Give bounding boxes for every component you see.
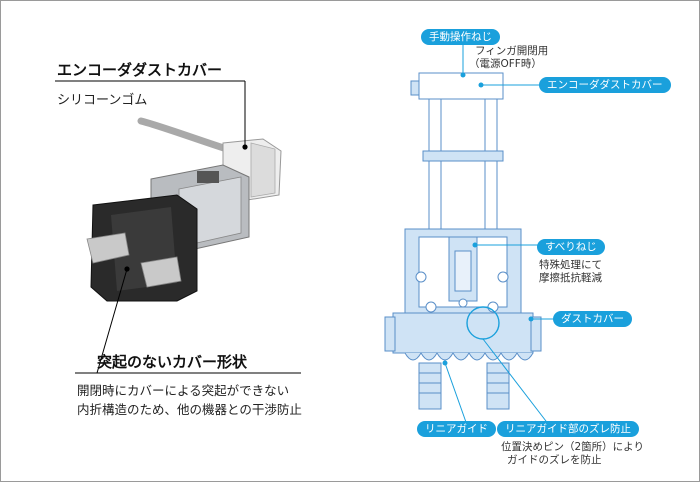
dot-encoder-cover (478, 82, 484, 88)
cover-shape-desc-2: 内折構造のため、他の機器との干渉防止 (77, 402, 302, 417)
dot-manual-screw (460, 72, 466, 78)
top-cap (418, 72, 504, 100)
encoder-cover (250, 142, 276, 198)
dot-slide-screw (472, 242, 478, 248)
motor-body (428, 98, 498, 230)
dust-cover-label: ダストカバー (553, 311, 632, 327)
finger-note-2: （電源OFF時） (469, 58, 542, 70)
finger-left (86, 232, 130, 264)
guide-wave (404, 351, 534, 361)
center-pin (458, 298, 468, 308)
dust-cover-right (530, 316, 542, 352)
encoder-cover-material: シリコーンゴム (57, 93, 148, 108)
dust-cover-left (384, 316, 396, 352)
body-slot (197, 171, 219, 183)
slide-note-1: 特殊処理にて (539, 259, 602, 271)
leader-bottom-diag (96, 268, 128, 374)
pin-note-1: 位置決めピン（2箇所）により (501, 441, 644, 453)
pin-note-2: ガイドのズレを防止 (507, 454, 602, 466)
leader-guide-offset (482, 338, 550, 426)
linear-guide-label: リニアガイド (417, 421, 496, 437)
motor-flange (422, 150, 504, 162)
cover-shape-title: 突起のないカバー形状 (97, 353, 248, 371)
finger-right (140, 256, 182, 288)
bolt-right (497, 271, 509, 283)
finger-right-drawing (486, 362, 510, 410)
pin-left (425, 301, 437, 313)
dot-linear-guide (442, 360, 448, 366)
finger-note-1: フィンガ開閉用 (475, 45, 549, 57)
leader-linear-guide (444, 362, 468, 426)
bolt-left (415, 271, 427, 283)
cap-left-tab (410, 80, 420, 96)
leader-top-dot (242, 144, 248, 150)
finger-base (392, 312, 534, 354)
dot-dust-cover (528, 316, 534, 322)
finger-left-drawing (418, 362, 442, 410)
slide-note-2: 摩擦抵抗軽減 (539, 272, 602, 284)
cover-shape-desc-1: 開閉時にカバーによる突起ができない (77, 383, 290, 398)
manual-screw-label: 手動操作ねじ (421, 29, 500, 45)
guide-offset-label: リニアガイド部のズレ防止 (497, 421, 639, 437)
screw-thread (454, 250, 472, 292)
encoder-cover-title: エンコーダダストカバー (57, 61, 223, 79)
slide-screw-label: すべりねじ (537, 239, 605, 255)
encoder-cover-label: エンコーダダストカバー (539, 77, 671, 93)
